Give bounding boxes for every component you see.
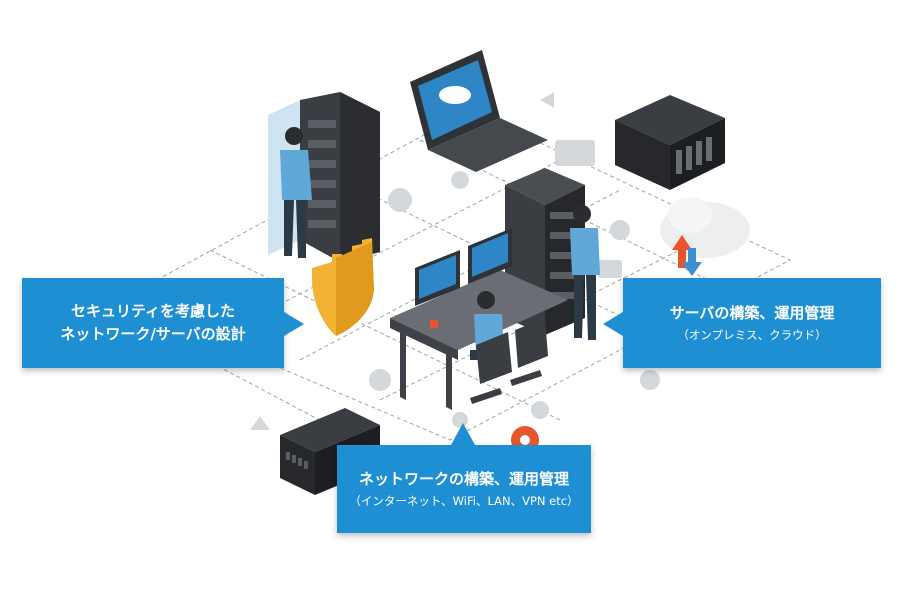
arrow-icon	[250, 416, 270, 430]
cloud-sync	[660, 197, 750, 276]
arrow-icon	[540, 92, 554, 108]
technician-right	[570, 205, 600, 340]
workstation-desk	[390, 228, 568, 410]
gear-icon	[451, 171, 469, 189]
callout-security-line1: セキュリティを考慮した	[70, 302, 236, 320]
laptop	[410, 50, 548, 172]
office-chairs	[470, 318, 548, 404]
callout-security-line2: ネットワーク/サーバの設計	[60, 325, 246, 343]
callout-server-subtitle: （オンプレミス、クラウド）	[677, 328, 827, 342]
callout-server-title: サーバの構築、運用管理	[669, 304, 835, 322]
security-shield	[312, 238, 374, 336]
cloud-icon	[610, 220, 630, 240]
upload-arrow-icon	[672, 235, 692, 268]
callout-security-design: セキュリティを考慮した ネットワーク/サーバの設計	[22, 278, 304, 368]
document-icon	[555, 140, 595, 166]
nas-storage	[615, 95, 725, 190]
gear-icon	[640, 370, 660, 390]
coffee-mug	[430, 320, 438, 328]
download-arrow-icon	[682, 248, 702, 276]
gear-icon	[369, 369, 391, 391]
chat-bubble-icon	[598, 260, 622, 278]
gear-icon	[388, 188, 412, 212]
callout-network-management: ネットワークの構築、運用管理 （インターネット、WiFi、LAN、VPN etc…	[337, 423, 591, 533]
technician-left	[280, 127, 312, 258]
callout-server-management: サーバの構築、運用管理 （オンプレミス、クラウド）	[603, 278, 881, 368]
callout-network-subtitle: （インターネット、WiFi、LAN、VPN etc）	[349, 494, 579, 508]
chat-bubble-icon	[531, 401, 549, 419]
callout-network-title: ネットワークの構築、運用管理	[358, 470, 569, 488]
